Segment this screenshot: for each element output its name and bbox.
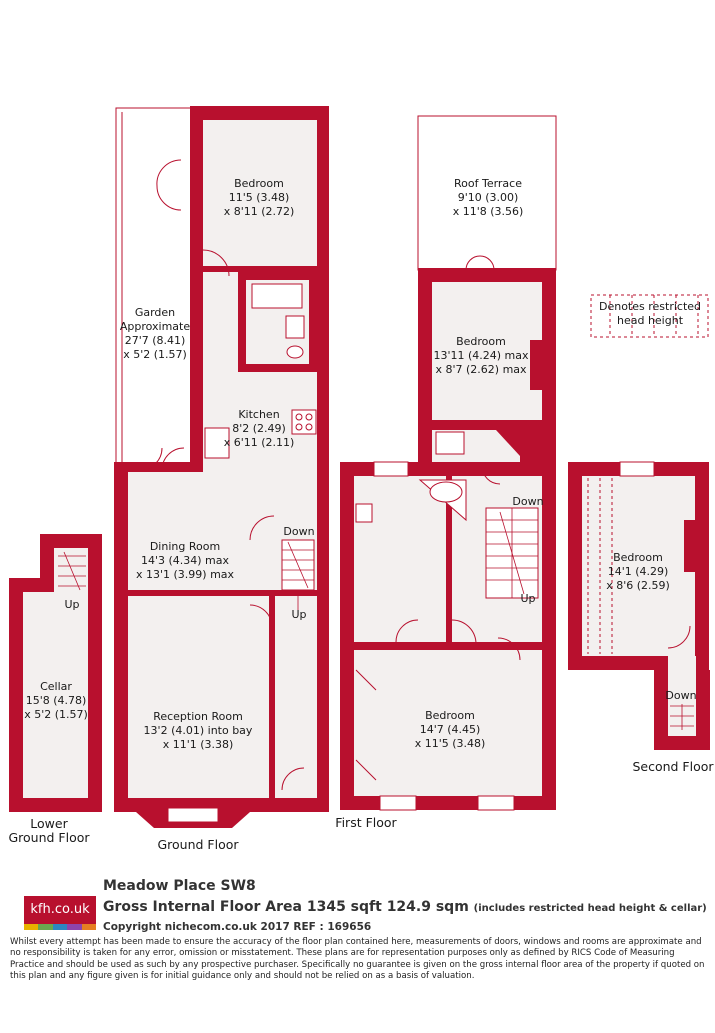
roof-terrace-dim2: x 11'8 (3.56) [453, 205, 524, 218]
area-note: (includes restricted head height & cella… [473, 903, 707, 914]
cellar-name: Cellar [40, 680, 72, 693]
area-value: Gross Internal Floor Area 1345 sqft 124.… [103, 899, 469, 915]
bedroom-first-back-floor-area [432, 282, 542, 422]
reception-dim2: x 11'1 (3.38) [163, 738, 234, 751]
garden-name2: Approximate [120, 320, 190, 333]
logo-text: kfh.co.uk [30, 902, 90, 917]
second-stairs [670, 704, 694, 730]
bedroom-first-front-floor-area [354, 650, 542, 796]
dining-dim2: x 13'1 (3.99) max [136, 568, 235, 581]
bedroom-first-back-dim1: 13'11 (4.24) max [433, 349, 529, 362]
kitchen-dim2: x 6'11 (2.11) [224, 436, 295, 449]
cellar-stairs [58, 551, 86, 591]
second-floor-label: Second Floor [632, 759, 714, 774]
second-floor-plan: Bedroom 14'1 (4.29) x 8'6 (2.59) Down Se… [568, 461, 714, 774]
lower-ground-floor-plan: Up Cellar 15'8 (4.78) x 5'2 (1.57) Lower… [8, 534, 102, 845]
bedroom-ground-floor-area [203, 120, 317, 266]
restricted-height-area [587, 478, 613, 654]
ground-stairs-up: Up [291, 608, 306, 621]
garden-dim2: x 5'2 (1.57) [123, 348, 187, 361]
bedroom-first-front-dim1: 14'7 (4.45) [420, 723, 481, 736]
bedroom-second-dim1: 14'1 (4.29) [608, 565, 669, 578]
gross-internal-area: Gross Internal Floor Area 1345 sqft 124.… [103, 899, 707, 915]
hob-icon [291, 409, 317, 435]
legend-line-1: Denotes restricted [599, 300, 701, 313]
logo-color-bar [24, 924, 97, 930]
bedroom-ground-dim1: 11'5 (3.48) [229, 191, 290, 204]
roof-terrace-name: Roof Terrace [454, 177, 522, 190]
kitchen-sink-icon [204, 427, 230, 459]
bedroom-second-floor-area [582, 476, 695, 656]
restricted-height-legend: Denotes restricted head height [590, 294, 709, 338]
bay-window [167, 807, 219, 823]
basin-icon [355, 503, 373, 523]
reception-dim1: 13'2 (4.01) into bay [144, 724, 253, 737]
hallway-floor-area [275, 596, 317, 798]
property-address: Meadow Place SW8 [103, 878, 256, 894]
legend-line-2: head height [617, 314, 684, 327]
roof-terrace-dim1: 9'10 (3.00) [458, 191, 519, 204]
garden-name: Garden [135, 306, 175, 319]
first-floor-plan: Roof Terrace 9'10 (3.00) x 11'8 (3.56) B… [335, 115, 557, 830]
bedroom-ground-dim2: x 8'11 (2.72) [224, 205, 295, 218]
reception-floor-area [128, 596, 269, 798]
bedroom-first-back-dim2: x 8'7 (2.62) max [435, 363, 527, 376]
bedroom-second-dim2: x 8'6 (2.59) [606, 579, 670, 592]
bedroom-first-front-name: Bedroom [425, 709, 475, 722]
kfh-logo: kfh.co.uk [24, 896, 97, 930]
cellar-dim2: x 5'2 (1.57) [24, 708, 88, 721]
ground-floor-plan: Bedroom 11'5 (3.48) x 8'11 (2.72) Garden… [114, 106, 329, 852]
kitchen-name: Kitchen [238, 408, 279, 421]
cellar-dim1: 15'8 (4.78) [26, 694, 87, 707]
ground-stairs-down: Down [283, 525, 314, 538]
dining-name: Dining Room [150, 540, 220, 553]
bedroom-second-name: Bedroom [613, 551, 663, 564]
reception-name: Reception Room [153, 710, 243, 723]
first-stairs-down: Down [512, 495, 543, 508]
first-stairs-up: Up [520, 592, 535, 605]
wc-icon [435, 431, 465, 455]
bath-icon [251, 283, 303, 309]
garden-dim1: 27'7 (8.41) [125, 334, 186, 347]
lower-floor-label-2: Ground Floor [8, 830, 90, 845]
lower-floor-label-1: Lower [30, 816, 68, 831]
first-floor-bathroom-area [354, 476, 446, 642]
kitchen-dim1: 8'2 (2.49) [232, 422, 286, 435]
cellar-stairs-up: Up [64, 598, 79, 611]
ground-floor-label: Ground Floor [157, 837, 239, 852]
bedroom-first-front-dim2: x 11'5 (3.48) [415, 737, 486, 750]
bedroom-ground-name: Bedroom [234, 177, 284, 190]
second-stairs-down: Down [665, 689, 696, 702]
bedroom-first-back-name: Bedroom [456, 335, 506, 348]
door-swing [161, 447, 185, 471]
first-floor-label: First Floor [335, 815, 397, 830]
cellar-floor-area [23, 592, 88, 798]
sink-icon [285, 315, 305, 339]
copyright: Copyright nichecom.co.uk 2017 REF : 1696… [103, 921, 372, 933]
first-stairs [485, 507, 539, 599]
toilet-icon [286, 345, 304, 359]
ground-stairs [281, 539, 315, 610]
garden-outline [115, 107, 193, 471]
dining-dim1: 14'3 (4.34) max [141, 554, 230, 567]
floor-plan: Bedroom 11'5 (3.48) x 8'11 (2.72) Garden… [8, 106, 714, 852]
disclaimer: Whilst every attempt has been made to en… [10, 937, 705, 981]
